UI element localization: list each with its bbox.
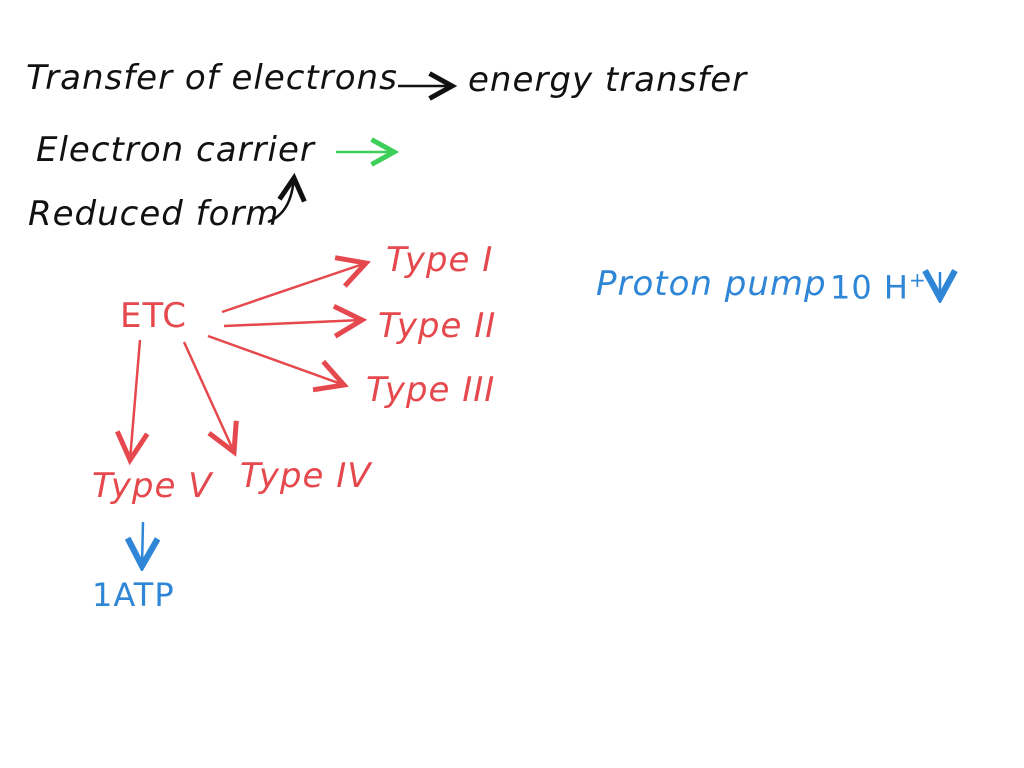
type-v-label: Type V: [92, 466, 213, 506]
type-ii-label: Type II: [378, 306, 497, 346]
note-energy-transfer: energy transfer: [468, 60, 748, 100]
atp-label: 1ATP: [92, 576, 175, 614]
arrow-to-atp-icon: [142, 521, 143, 566]
type-i-label: Type I: [386, 240, 494, 280]
proton-count-text: 10 H: [830, 268, 909, 307]
proton-charge: +: [908, 268, 927, 292]
etc-branch-arrows: [130, 263, 366, 460]
type-iii-label: Type III: [366, 370, 496, 410]
note-reduced-form: Reduced form: [28, 194, 280, 234]
note-transfer-of-electrons: Transfer of electrons: [26, 58, 398, 98]
note-electron-carrier: Electron carrier: [36, 130, 315, 170]
proton-count: 10 H+: [830, 268, 927, 307]
etc-label: ETC: [120, 296, 187, 336]
curved-arrow-reduced-form-icon: [267, 178, 294, 224]
type-iv-label: Type IV: [240, 456, 372, 496]
proton-pump-label: Proton pump: [596, 264, 827, 304]
